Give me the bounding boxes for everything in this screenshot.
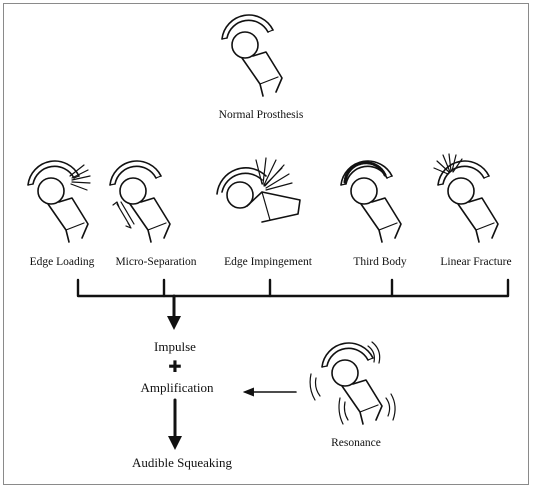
amplification-label: Amplification	[141, 380, 214, 395]
third-body-icon	[340, 160, 402, 243]
linear-fracture-label: Linear Fracture	[440, 256, 511, 268]
arrow-to-impulse	[167, 294, 181, 330]
plus-icon: ✚	[168, 359, 181, 376]
edge-loading-icon	[27, 160, 91, 243]
edge-impingement-icon	[216, 157, 301, 223]
impulse-label: Impulse	[154, 339, 196, 354]
normal-prosthesis-icon	[221, 14, 283, 97]
audible-squeaking-label: Audible Squeaking	[132, 455, 233, 470]
connector-bracket	[76, 278, 510, 298]
diagram-frame	[3, 3, 529, 485]
resonance-label: Resonance	[331, 437, 381, 449]
arrow-to-audible-squeaking	[168, 398, 182, 450]
double-arrow-icon	[112, 201, 135, 229]
impact-lines-icon	[69, 164, 91, 191]
crack-icon	[433, 153, 463, 175]
normal-prosthesis-label: Normal Prosthesis	[219, 109, 304, 121]
edge-loading-label: Edge Loading	[30, 256, 95, 268]
impact-lines-icon	[255, 157, 293, 191]
third-body-label: Third Body	[353, 256, 407, 268]
resonance-icon	[309, 341, 396, 425]
micro-separation-icon	[109, 160, 171, 243]
linear-fracture-icon	[433, 153, 499, 243]
vibration-waves-icon	[309, 341, 396, 425]
debris-icon	[343, 161, 387, 184]
micro-separation-label: Micro-Separation	[115, 256, 196, 268]
edge-impingement-label: Edge Impingement	[224, 256, 313, 268]
